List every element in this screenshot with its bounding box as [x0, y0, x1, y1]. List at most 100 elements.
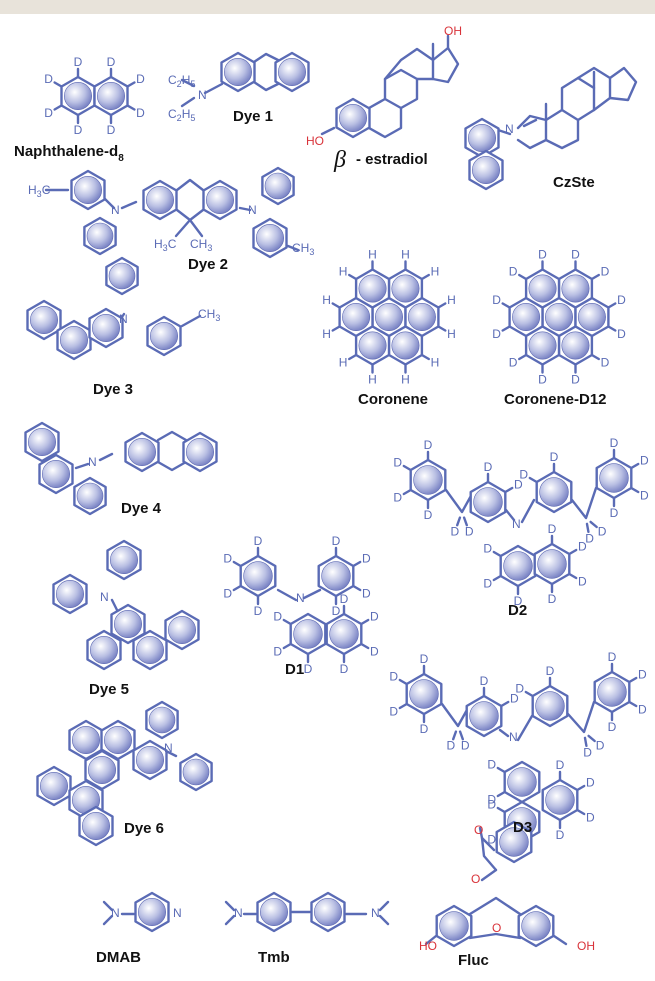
coronene-substituent: H: [339, 265, 348, 279]
label-dye-3: Dye 3: [93, 381, 133, 398]
deuterium-label: D: [546, 664, 555, 678]
atom-n-dye5: N: [100, 590, 109, 604]
dye3-ring-c: [88, 307, 124, 349]
methyl: [286, 244, 300, 252]
deuterium-label: D: [483, 542, 492, 556]
atom-n-tmb-right: N: [371, 906, 380, 920]
deuterium-label: D: [136, 72, 145, 86]
c-d-bond: [607, 302, 617, 309]
bond-n: [120, 200, 138, 210]
deuterium-label: D: [44, 72, 53, 86]
d2-fluorene-right-a: [535, 470, 573, 514]
deuterium-label: D: [389, 705, 398, 719]
c-d-bond: [53, 81, 63, 88]
c-d-bond: [126, 81, 136, 88]
deuterium-label: D: [389, 670, 398, 684]
c-d-bond: [496, 766, 506, 774]
c-d-bond: [630, 462, 640, 470]
coronene-ring-3: [387, 268, 424, 309]
coronene-substituent: H: [368, 248, 377, 262]
atom-ho-fluc: HO: [419, 939, 437, 953]
czste-e-ring: [608, 66, 638, 102]
c-d-bond: [628, 676, 638, 684]
dye2-five-ring-top: [175, 178, 205, 192]
coronene-substituent: H: [447, 293, 456, 307]
coronene-d12-substituent: D: [492, 293, 501, 307]
coronene-d12-ring-3: [557, 268, 594, 309]
atom-n-tmb-left: N: [234, 906, 243, 920]
coronene-ring-1: [404, 296, 440, 338]
label-fluc: Fluc: [458, 952, 489, 969]
methyl: [180, 314, 202, 328]
dye4-five-ring-top: [156, 430, 188, 442]
d3-ring-c: [541, 778, 579, 822]
deuterium-label: D: [107, 55, 116, 69]
estradiol-d-ring: [383, 47, 435, 81]
deuterium-label: D: [370, 610, 379, 624]
dmab-pyridine-ring: [134, 891, 170, 933]
deuterium-label: D: [586, 776, 595, 790]
label-dmab: DMAB: [96, 949, 141, 966]
d3-fluorene-left-a: [405, 672, 443, 716]
c-d-bond: [352, 584, 362, 592]
c-d-bond: [360, 642, 370, 650]
label-naphthalene-d8: Naphthalene-d8: [14, 143, 124, 164]
deuterium-label: D: [487, 793, 496, 807]
bond-n: [98, 452, 114, 462]
naphthalene-ring-left: [60, 75, 96, 117]
coronene-substituent: H: [339, 356, 348, 370]
deuterium-label: D: [578, 575, 587, 589]
dye4-naph-b: [38, 453, 74, 495]
atom-n-d1: N: [296, 591, 305, 605]
label-coronene-d12: Coronene-D12: [504, 391, 607, 408]
c-d-bond: [126, 104, 136, 111]
coronene-substituent: H: [322, 293, 331, 307]
c-d-bond: [402, 488, 412, 496]
c-d-bond: [348, 273, 358, 281]
dye5-ring-d: [164, 609, 200, 651]
bond-n: [166, 750, 178, 758]
dye6-ring-e: [36, 765, 72, 807]
bond-n: [520, 498, 536, 524]
dye2-tolyl-ring: [70, 169, 106, 211]
c-d-bond: [590, 353, 600, 361]
coronene-d12-ring-1: [574, 296, 610, 338]
deuterium-label: D: [638, 703, 647, 717]
c-d-bond: [437, 325, 447, 332]
atom-n-dmab-ring: N: [173, 906, 182, 920]
c-d-bond: [360, 618, 370, 626]
atom-oh-fluc: OH: [577, 939, 595, 953]
deuterium-label: D: [510, 692, 519, 706]
deuterium-label: D: [556, 758, 565, 772]
dye4-phenyl: [73, 476, 107, 516]
c-d-bond: [53, 104, 63, 111]
deuterium-label: D: [136, 106, 145, 120]
coronene-d12-ring-0: [541, 296, 577, 338]
dye5-phenyl-top: [106, 539, 142, 581]
d2-naph-b: [533, 542, 571, 586]
coronene-d12-substituent: D: [492, 327, 501, 341]
methyl: [378, 900, 390, 912]
deuterium-label: D: [44, 106, 53, 120]
deuterium-label: D: [74, 55, 83, 69]
deuterium-label: D: [340, 662, 349, 676]
deuterium-label: D: [254, 534, 263, 548]
deuterium-label: D: [487, 833, 496, 847]
tmb-ring-left: [256, 891, 292, 933]
deuterium-label: D: [610, 506, 619, 520]
c-d-bond: [568, 548, 578, 556]
c-d-bond: [589, 520, 598, 529]
deuterium-label: D: [362, 587, 371, 601]
dye3-ring-a: [26, 299, 62, 341]
czste-ring-top: [464, 117, 500, 159]
c-d-bond: [331, 302, 341, 309]
methyl: [224, 914, 236, 926]
dye6-ring-g: [78, 805, 114, 847]
coronene-d12-substituent: D: [617, 327, 626, 341]
coronene-ring-2: [338, 296, 374, 338]
dye4-fluorene-left: [124, 431, 160, 473]
d3-five-ring-right: [566, 700, 596, 734]
coronene-substituent: H: [322, 327, 331, 341]
deuterium-label: D: [548, 592, 557, 606]
